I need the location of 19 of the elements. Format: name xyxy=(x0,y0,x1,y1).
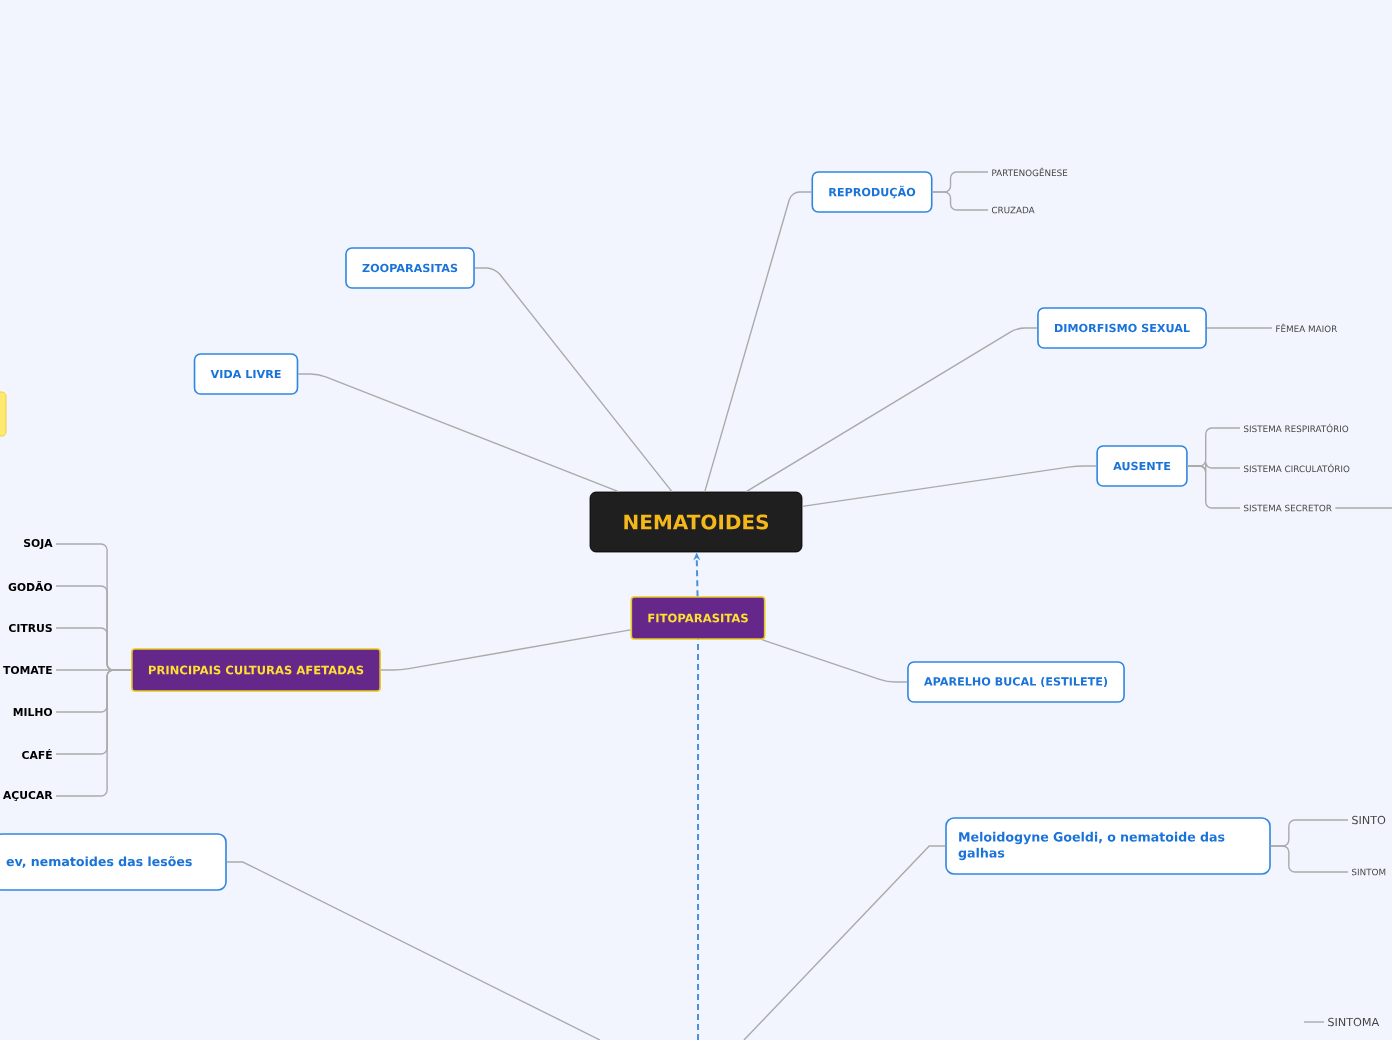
branch-line xyxy=(801,465,1097,508)
central-topic-box: NEMATOIDES xyxy=(589,491,803,553)
bracket-line xyxy=(931,191,989,211)
branch-line xyxy=(226,861,601,1040)
branch-line xyxy=(761,639,908,683)
branch-line xyxy=(380,629,632,671)
branch-line xyxy=(745,327,1038,493)
branch-line xyxy=(743,845,946,1040)
bracket-line xyxy=(55,669,132,797)
branch-line xyxy=(474,267,673,493)
topic-box xyxy=(0,391,7,437)
bracket-line xyxy=(1187,465,1241,509)
branch-line xyxy=(1334,507,1392,509)
branch-line xyxy=(1303,1021,1325,1023)
branch-line xyxy=(297,373,620,493)
branch-line xyxy=(697,638,699,1040)
branch-line xyxy=(704,191,813,493)
bracket-line xyxy=(1270,845,1349,873)
bracket-line xyxy=(1206,327,1273,329)
